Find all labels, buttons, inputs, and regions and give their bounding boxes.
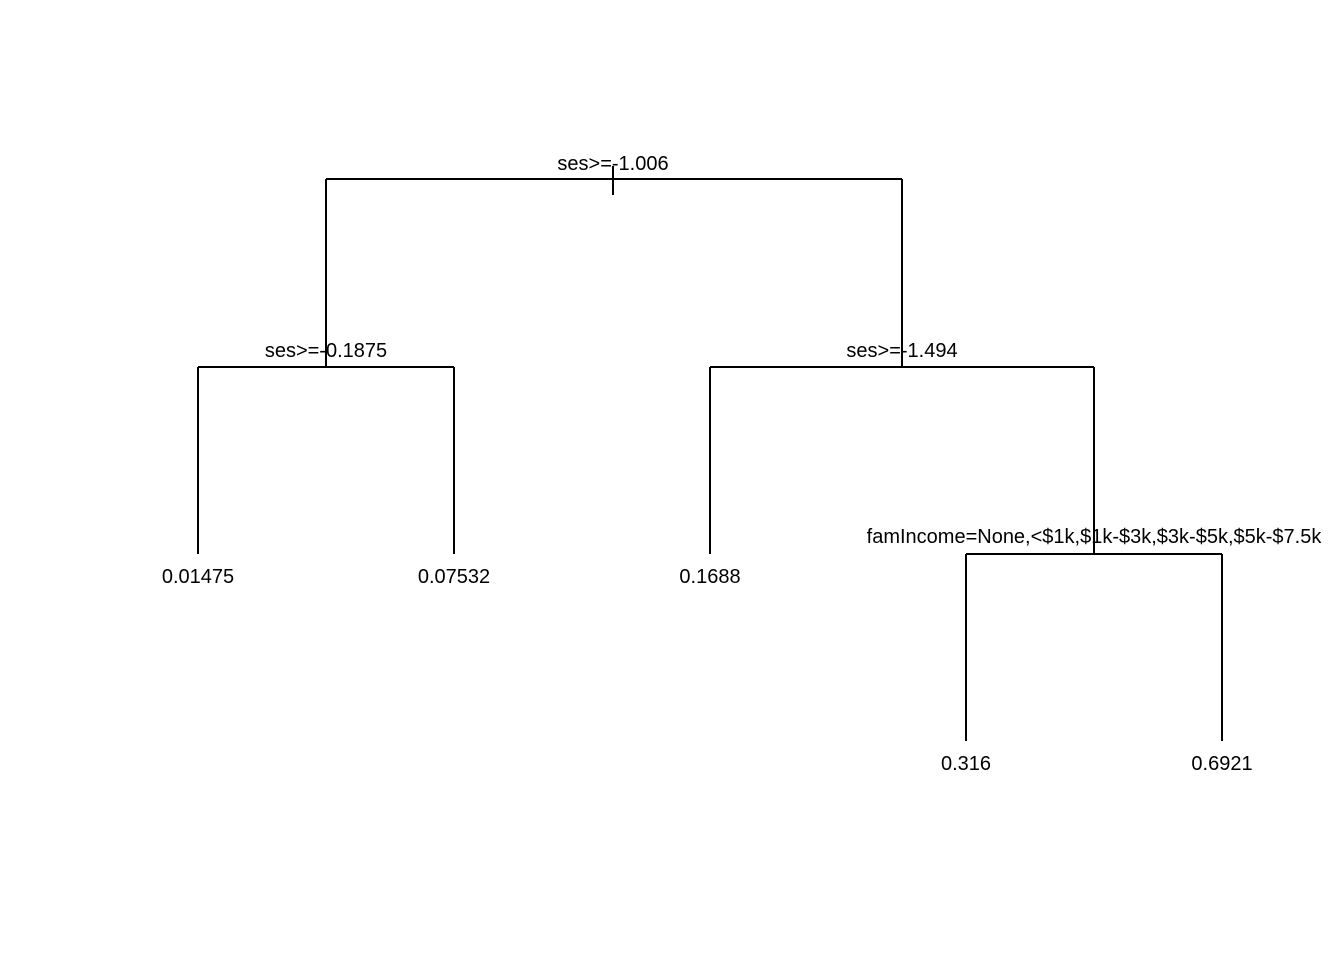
split-label-famincome: famIncome=None,<$1k,$1k-$3k,$3k-$5k,$5k-… <box>867 526 1323 548</box>
leaf-label: 0.6921 <box>1191 753 1252 775</box>
leaf-label: 0.1688 <box>679 566 740 588</box>
leaf-label: 0.316 <box>941 753 991 775</box>
split-label-right: ses>=-1.494 <box>846 340 957 362</box>
split-label-root: ses>=-1.006 <box>557 153 668 175</box>
leaf-label: 0.01475 <box>162 566 234 588</box>
split-label-left: ses>=-0.1875 <box>265 340 387 362</box>
leaf-label: 0.07532 <box>418 566 490 588</box>
